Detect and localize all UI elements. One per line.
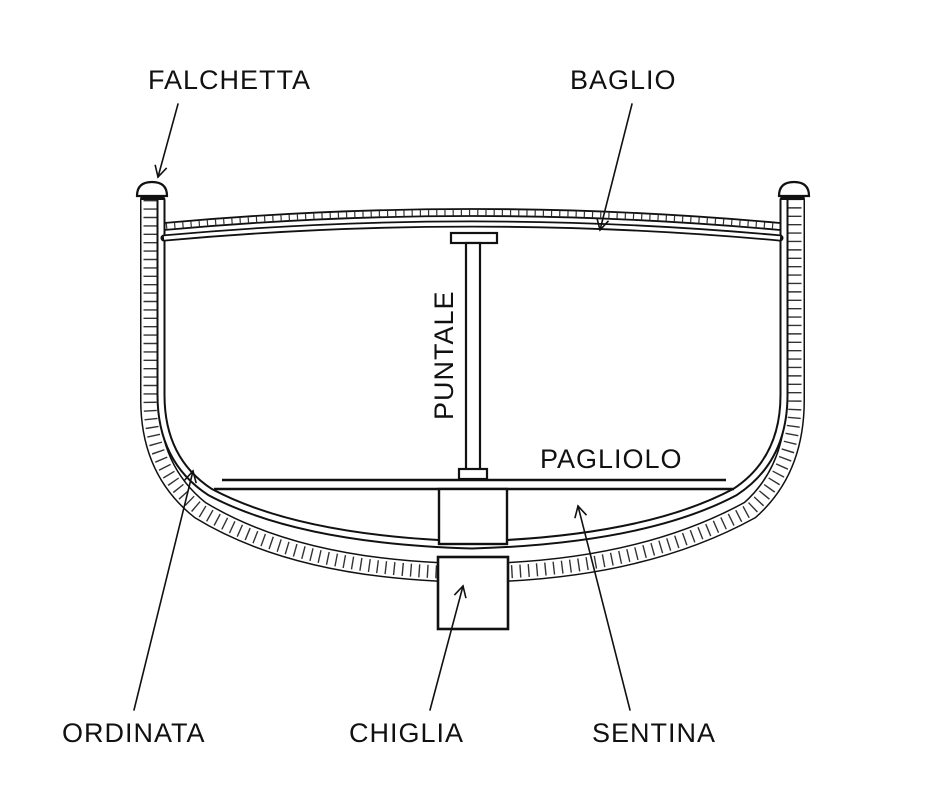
leader-sentina xyxy=(574,504,631,711)
label-ordinata: ORDINATA xyxy=(62,718,206,748)
gunwale-cap-right xyxy=(777,180,811,198)
leader-baglio xyxy=(596,103,633,232)
gunwale-cap-left xyxy=(135,180,169,198)
deck-beam-baglio xyxy=(160,208,784,242)
label-sentina: SENTINA xyxy=(592,718,716,748)
keelson-block xyxy=(437,487,509,546)
leader-lines xyxy=(133,103,633,711)
label-chiglia: CHIGLIA xyxy=(349,718,464,748)
keel-chiglia xyxy=(436,555,510,631)
leader-ordinata xyxy=(133,469,197,711)
label-puntale: PUNTALE xyxy=(429,290,459,420)
leader-chiglia xyxy=(429,584,467,711)
leader-falchetta xyxy=(154,103,179,179)
label-baglio: BAGLIO xyxy=(570,65,677,95)
floor-board-pagliolo xyxy=(214,478,734,491)
label-pagliolo: PAGLIOLO xyxy=(540,444,683,474)
stanchion-puntale xyxy=(449,231,499,481)
label-falchetta: FALCHETTA xyxy=(148,65,311,95)
